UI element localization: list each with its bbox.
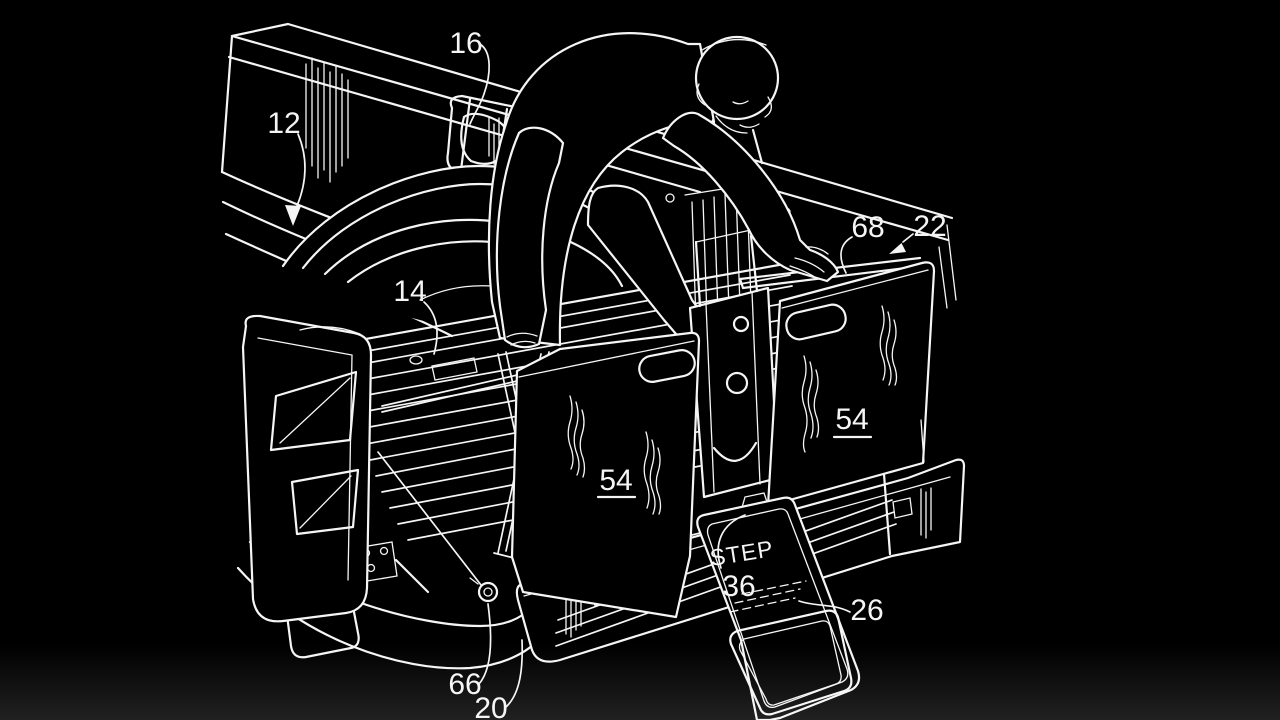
- taillight: [241, 314, 373, 623]
- ref-label-22: 22: [913, 210, 946, 243]
- ref-label-54-right: 54: [835, 403, 868, 436]
- ref-label-54-left: 54: [599, 464, 632, 497]
- center-bracket: [688, 229, 780, 499]
- ref-label-26: 26: [850, 594, 883, 627]
- bottom-vignette: [0, 645, 1280, 720]
- step-speed-lines: [729, 580, 807, 613]
- person-left-arm: [495, 126, 565, 349]
- arrow-22: [889, 243, 906, 254]
- person-torso: [487, 32, 716, 347]
- cable-and-cleat: [377, 451, 499, 603]
- ref-label-12: 12: [267, 107, 300, 140]
- person-right-arm: [661, 111, 840, 283]
- left-panel-54: [510, 331, 701, 619]
- person-head: [694, 35, 780, 121]
- right-panel-hatch: [801, 305, 898, 453]
- left-panel-hatch: [567, 395, 662, 515]
- right-panel-handle-slot: [785, 303, 847, 341]
- right-panel-22: [766, 224, 957, 508]
- left-panel-handle-slot: [638, 349, 696, 383]
- arrow-12: [285, 205, 301, 226]
- ref-label-36: 36: [722, 570, 755, 603]
- ref-label-68: 68: [851, 211, 884, 244]
- ref-label-14: 14: [393, 275, 426, 308]
- bedside-reflection-hatch: [305, 57, 500, 183]
- ref-label-16: 16: [449, 27, 482, 60]
